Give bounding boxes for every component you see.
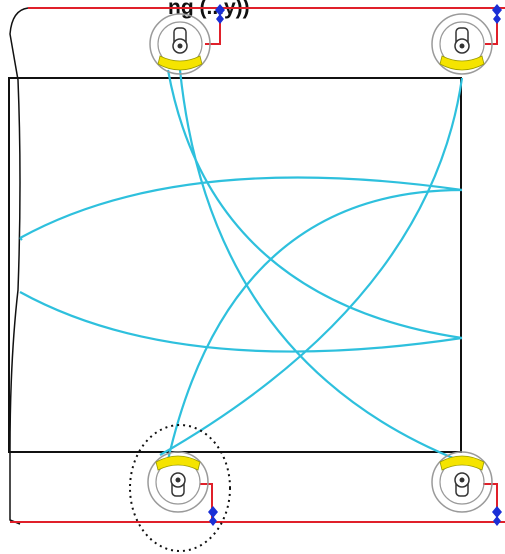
rotating-mount-icon [147,451,209,513]
rotating-mount-icon [431,451,493,513]
blue-markers [208,4,502,526]
arc-right-bottom [178,69,459,462]
red-connectors [200,8,498,520]
arc-left-down-to-right [19,291,463,353]
blue-diamond-marker-icon [208,506,218,526]
dotted-highlight-ellipse [129,424,231,552]
arc-top-right-down [159,77,464,456]
blue-diamond-marker-icon [492,506,502,526]
arc-top-left-down [166,69,463,340]
work-area-rectangle [8,77,462,453]
rotating-mount-icon [431,13,493,75]
arc-left-crossing [166,188,463,461]
blue-diamond-marker-icon [492,4,502,24]
rotating-mount-icon [149,13,211,75]
cyan-path-group [19,69,464,462]
blue-diamond-marker-icon [215,4,225,24]
diagram-title: ng (...y)) [168,0,250,19]
arc-top-left-to-right [19,176,463,239]
board-outline [9,7,29,525]
arc-top-left-short [19,237,23,241]
